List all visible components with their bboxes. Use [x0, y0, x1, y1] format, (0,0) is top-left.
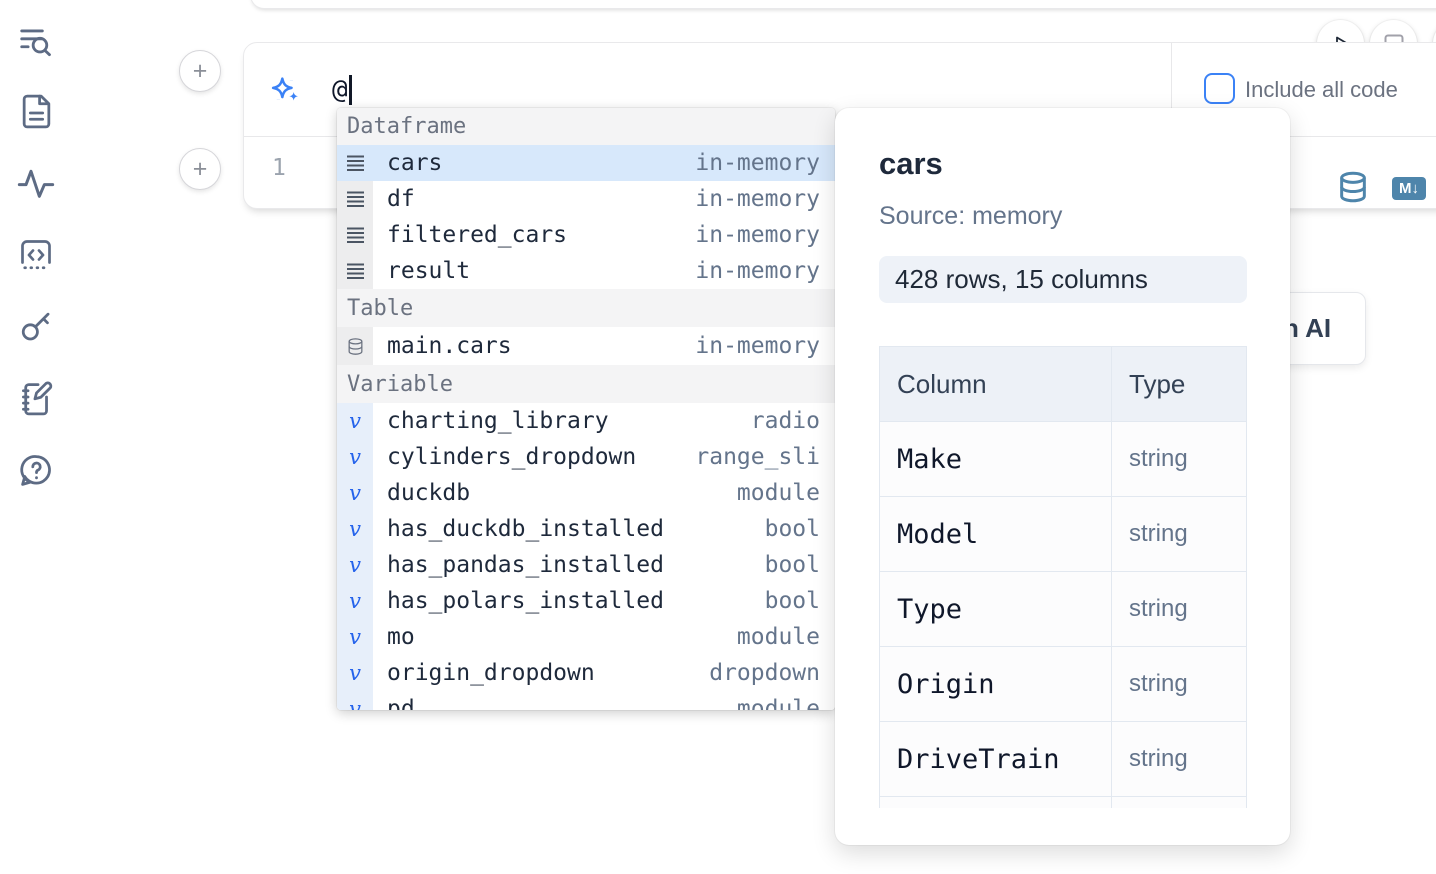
- sidebar-item-tracing[interactable]: [15, 163, 57, 203]
- include-all-code-label: Include all code: [1245, 77, 1398, 103]
- ai-prompt-input[interactable]: @: [332, 75, 352, 105]
- variable-icon: v: [349, 519, 361, 540]
- completion-section-header: Dataframe: [337, 108, 835, 145]
- table-row-partial: [880, 797, 1246, 808]
- database-icon: [346, 337, 365, 356]
- text-cursor: [349, 75, 352, 105]
- variable-icon: v: [349, 555, 361, 576]
- preview-title: cars: [879, 146, 943, 182]
- markdown-icon: M↓: [1399, 180, 1419, 197]
- plus-icon: +: [193, 59, 208, 84]
- completion-item-has-pandas-installed[interactable]: v has_pandas_installed bool: [337, 547, 835, 583]
- completion-section-header: Table: [337, 289, 835, 327]
- column-header: Column: [880, 347, 1112, 421]
- completion-item-duckdb[interactable]: v duckdb module: [337, 475, 835, 511]
- include-all-code-checkbox[interactable]: [1204, 73, 1235, 104]
- variable-icon: v: [349, 483, 361, 504]
- table-row: DriveTrain string: [880, 722, 1246, 797]
- toc-search-icon: [17, 23, 55, 61]
- generate-with-ai-label: h AI: [1283, 313, 1331, 344]
- sidebar-item-toc-search[interactable]: [15, 22, 57, 62]
- completion-item-has-duckdb-installed[interactable]: v has_duckdb_installed bool: [337, 511, 835, 547]
- markdown-language-button[interactable]: M↓: [1392, 177, 1426, 200]
- code-block-icon: [18, 237, 54, 273]
- help-icon: [18, 452, 55, 489]
- variable-icon: v: [349, 591, 361, 612]
- completion-section-header: Variable: [337, 365, 835, 403]
- dataframe-preview-popup: cars Source: memory 428 rows, 15 columns…: [835, 108, 1290, 845]
- add-cell-button-top[interactable]: +: [179, 50, 221, 92]
- variable-icon: v: [349, 699, 361, 711]
- rows-icon: [345, 261, 366, 282]
- variable-icon: v: [349, 411, 361, 432]
- add-cell-button-bottom[interactable]: +: [179, 148, 221, 190]
- sidebar-item-help[interactable]: [15, 450, 57, 490]
- table-row: Model string: [880, 497, 1246, 572]
- completion-item-charting-library[interactable]: v charting_library radio: [337, 403, 835, 439]
- table-row: Origin string: [880, 647, 1246, 722]
- preview-source: Source: memory: [879, 202, 1062, 231]
- variable-icon: v: [349, 447, 361, 468]
- sparkle-ai-icon: [269, 74, 301, 111]
- completion-item-df[interactable]: df in-memory: [337, 181, 835, 217]
- table-header-row: Column Type: [880, 347, 1246, 422]
- completion-item-origin-dropdown[interactable]: v origin_dropdown dropdown: [337, 655, 835, 691]
- previous-cell-bottom-edge: [250, 0, 1436, 9]
- preview-table: Column Type Make string Model string Typ…: [879, 346, 1247, 808]
- completion-item-mo[interactable]: v mo module: [337, 619, 835, 655]
- line-number: 1: [272, 155, 286, 181]
- plus-icon: +: [193, 157, 208, 182]
- rows-icon: [345, 225, 366, 246]
- rows-icon: [345, 153, 366, 174]
- sidebar-item-secrets[interactable]: [15, 306, 57, 346]
- table-row: Type string: [880, 572, 1246, 647]
- activity-icon: [16, 163, 56, 203]
- completion-item-cylinders-dropdown[interactable]: v cylinders_dropdown range_sli: [337, 439, 835, 475]
- sql-language-button[interactable]: [1336, 169, 1370, 210]
- type-header: Type: [1112, 347, 1246, 421]
- completion-item-cars[interactable]: cars in-memory: [337, 145, 835, 181]
- database-icon: [1336, 169, 1370, 205]
- key-icon: [18, 308, 55, 345]
- preview-table-container: Column Type Make string Model string Typ…: [879, 346, 1247, 808]
- scratchpad-icon: [18, 380, 55, 417]
- document-icon: [18, 93, 55, 130]
- completion-item-result[interactable]: result in-memory: [337, 253, 835, 289]
- prompt-value: @: [332, 75, 348, 105]
- sidebar-item-snippets[interactable]: [15, 235, 57, 275]
- rows-icon: [345, 189, 366, 210]
- variable-icon: v: [349, 627, 361, 648]
- completion-item-has-polars-installed[interactable]: v has_polars_installed bool: [337, 583, 835, 619]
- completion-item-main-cars[interactable]: main.cars in-memory: [337, 327, 835, 365]
- table-row: Make string: [880, 422, 1246, 497]
- completion-item-filtered-cars[interactable]: filtered_cars in-memory: [337, 217, 835, 253]
- variable-icon: v: [349, 663, 361, 684]
- sidebar-item-documentation[interactable]: [15, 91, 57, 131]
- autocomplete-dropdown: Dataframe cars in-memory df in-memory fi…: [337, 108, 835, 710]
- completion-item-partial[interactable]: v pd module: [337, 691, 835, 710]
- preview-shape-badge: 428 rows, 15 columns: [879, 256, 1247, 303]
- sidebar-item-scratchpad[interactable]: [15, 378, 57, 418]
